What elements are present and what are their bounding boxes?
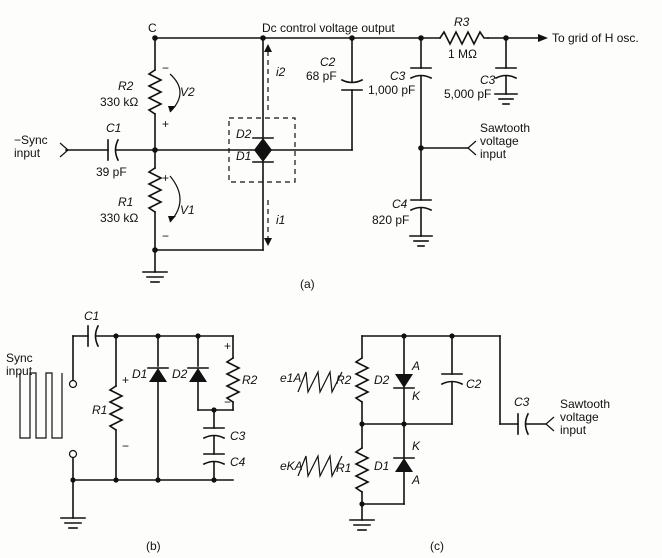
sync-input-label-a: −Sync input: [14, 133, 48, 160]
d2-name-a: D2: [236, 127, 252, 141]
r3-value: 1 MΩ: [448, 47, 477, 61]
v2-name: V2: [180, 85, 195, 99]
r1-resistor-a: [147, 166, 163, 214]
r3-resistor-a: [438, 30, 489, 46]
sawtooth-label-a: Sawtooth voltage input: [480, 121, 531, 161]
c4-value-a: 820 pF: [372, 213, 410, 227]
d1-diode-a: [254, 150, 272, 162]
r2-plus-b: +: [224, 339, 232, 353]
c4-name-a: C4: [392, 197, 408, 211]
r2-plus: +: [162, 117, 170, 131]
c3-value-a: 1,000 pF: [368, 83, 416, 97]
r2-minus-b: −: [224, 395, 232, 409]
r2-name-b: R2: [242, 373, 258, 387]
r1-minus: −: [162, 229, 170, 243]
anode-top-label: A: [412, 359, 421, 373]
d2-name-c: D2: [374, 373, 390, 387]
cathode-bottom-label: K: [412, 439, 421, 453]
cathode-top-label: K: [412, 389, 421, 403]
caption-b: (b): [146, 539, 161, 553]
c1-value-a: 39 pF: [96, 165, 127, 179]
c2-value-a: 68 pF: [306, 69, 337, 83]
c2-name-c: C2: [466, 377, 482, 391]
c1-name-a: C1: [106, 121, 122, 135]
r1-plus: +: [162, 171, 170, 185]
output-label: Dc control voltage output: [262, 21, 395, 35]
node-c-label: C: [148, 21, 157, 35]
r2-name-a: R2: [118, 79, 134, 93]
d1-name-c: D1: [374, 459, 390, 473]
r3-name: R3: [454, 15, 470, 29]
d1-name-b: D1: [132, 367, 148, 381]
r2-value-a: 330 kΩ: [100, 95, 139, 109]
d2-diode-a: [254, 138, 272, 150]
diode-package-box: [228, 117, 296, 183]
c2-name-a: C2: [320, 55, 336, 69]
c3-name-c: C3: [514, 395, 530, 409]
caption-c: (c): [430, 539, 444, 553]
e-top-label: e1A: [280, 371, 302, 385]
r2-resistor-a: [147, 68, 163, 116]
v1-name: V1: [180, 203, 195, 217]
sawtooth-label-c: Sawtooth voltage input: [560, 397, 611, 437]
e-bottom-label: eKA: [280, 459, 303, 473]
r1-minus-b: −: [122, 439, 130, 453]
c4-name-b: C4: [230, 455, 246, 469]
d1-name-a: D1: [236, 149, 252, 163]
anode-bottom-label: A: [412, 473, 421, 487]
c5-value-a: 5,000 pF: [444, 87, 492, 101]
c3-name-b: C3: [230, 429, 246, 443]
grid-label: To grid of H osc.: [552, 31, 639, 45]
c5-name-a: C3: [480, 73, 496, 87]
r1-value-a: 330 kΩ: [100, 211, 139, 225]
r1-plus-b: +: [122, 373, 130, 387]
r1-name-b: R1: [92, 403, 108, 417]
i2-label: i2: [276, 65, 286, 79]
r2-name-c: R2: [336, 373, 352, 387]
c1-name-b: C1: [84, 309, 100, 323]
r1-name-a: R1: [118, 195, 134, 209]
d2-name-b: D2: [172, 367, 188, 381]
sync-input-label-b: Sync input: [6, 351, 33, 378]
r2-minus: −: [162, 61, 170, 75]
r1-name-c: R1: [336, 461, 352, 475]
figure-b-circuit: [19, 324, 241, 529]
i1-label: i1: [276, 213, 286, 227]
grid-arrow: [538, 34, 548, 42]
c3-name-a: C3: [390, 69, 406, 83]
caption-a: (a): [300, 277, 315, 291]
figure-a-circuit: [59, 30, 548, 283]
figure-c-circuit: [297, 333, 555, 531]
